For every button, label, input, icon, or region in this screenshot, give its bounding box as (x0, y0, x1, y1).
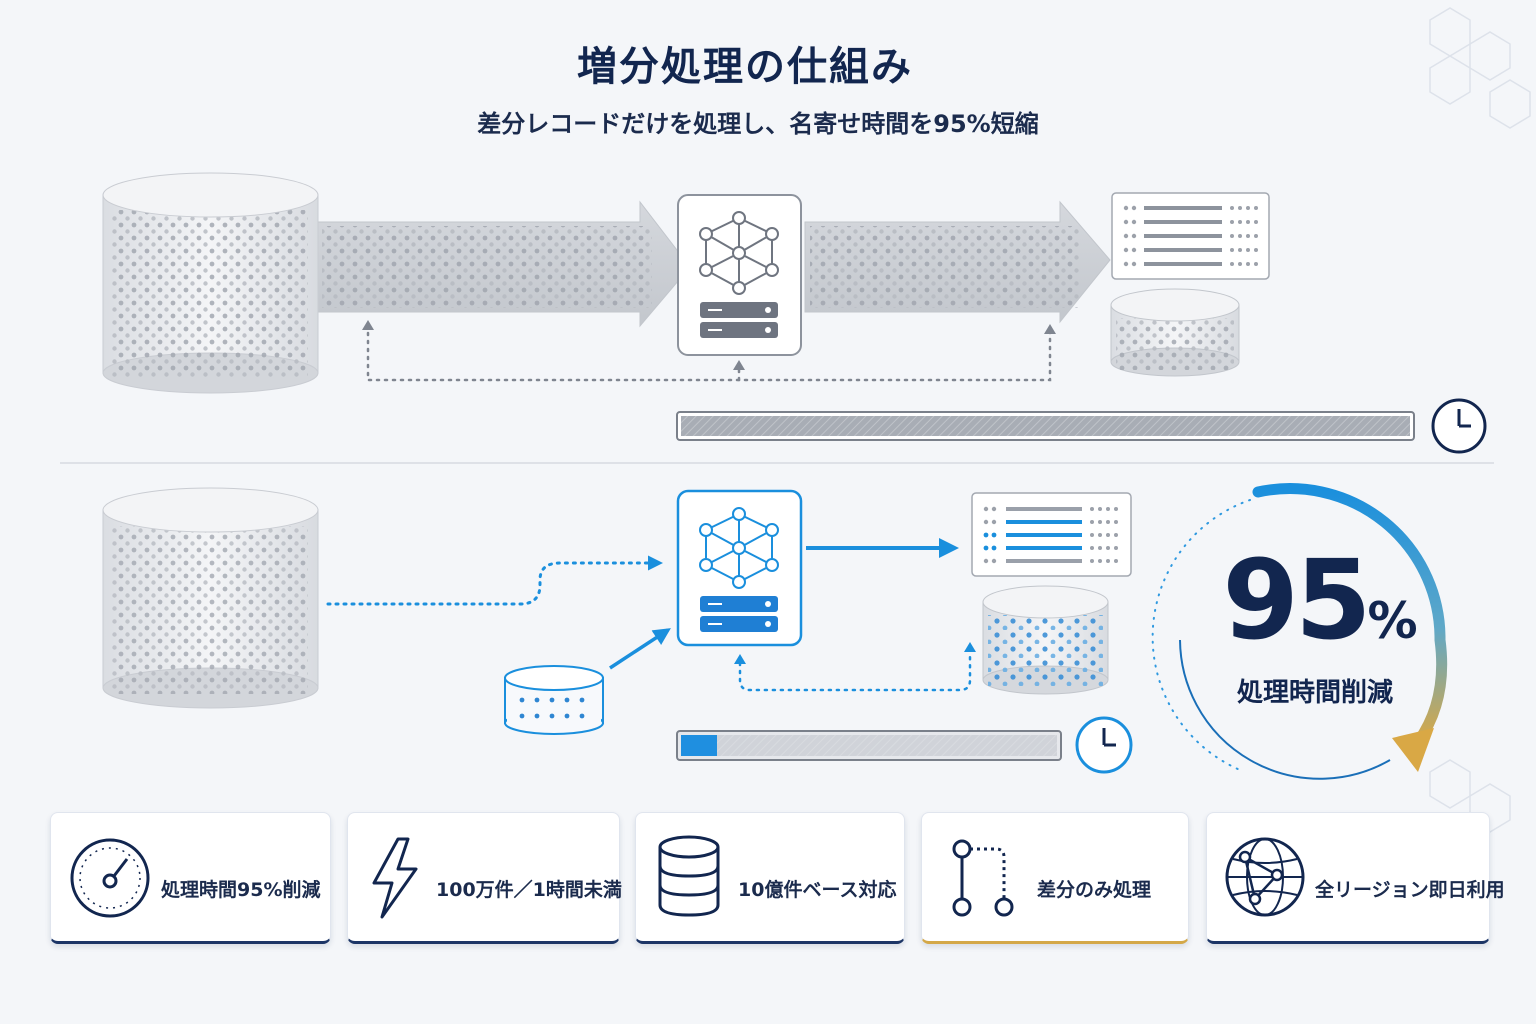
delta-detection-path (326, 555, 663, 606)
full-database-cylinder (102, 172, 319, 394)
globe-network-icon (1225, 837, 1305, 917)
full-processing-progress-bar (676, 411, 1415, 441)
delta-input-arrow (609, 628, 671, 670)
neural-network-icon (699, 211, 779, 295)
full-output-database (1110, 288, 1240, 377)
server-icon (700, 596, 778, 632)
reduction-ring (1151, 483, 1448, 780)
incremental-output-records (971, 492, 1132, 577)
bulk-flow-dots-2 (810, 226, 1080, 308)
feature-card-delta: 差分のみ処理 (921, 812, 1189, 944)
incremental-processing-progress-bar (676, 730, 1062, 761)
percent-sign: % (1367, 592, 1418, 650)
feature-card-label: 処理時間95%削減 (161, 879, 321, 901)
feature-card-throughput: 100万件／1時間未満 (347, 812, 622, 944)
reduction-number: 95 (1222, 536, 1371, 664)
incremental-feedback-loop (738, 650, 972, 692)
reduction-label: 処理時間削減 (1236, 678, 1393, 708)
database-icon (658, 835, 720, 917)
reduction-percentage: 95% (1205, 545, 1435, 676)
feature-card-label: 10億件ベース対応 (738, 879, 897, 901)
feature-card-scale: 10億件ベース対応 (635, 812, 905, 944)
hexagon-decoration (1429, 7, 1531, 833)
clock-icon (1075, 716, 1133, 774)
incremental-processing-engine (676, 489, 803, 647)
git-branch-icon (952, 839, 1014, 917)
delta-records-cylinder (504, 665, 604, 735)
page-subtitle: 差分レコードだけを処理し、名寄せ時間を95%短縮 (477, 110, 1039, 138)
lightning-icon (372, 837, 418, 919)
full-processing-engine (677, 194, 802, 356)
ring-arrowhead (1392, 728, 1434, 772)
speedometer-icon (70, 838, 150, 918)
neural-network-icon (699, 507, 779, 589)
feature-card-speed: 処理時間95%削減 (50, 812, 331, 944)
incremental-output-database (982, 585, 1109, 695)
feature-card-regions: 全リージョン即日利用 (1206, 812, 1505, 944)
bulk-flow-dots-1 (322, 226, 652, 308)
server-icon (700, 302, 778, 338)
feature-card-label: 100万件／1時間未満 (436, 879, 622, 901)
feature-card-label: 全リージョン即日利用 (1315, 879, 1505, 901)
page-title: 増分処理の仕組み (577, 44, 913, 90)
full-output-records (1111, 192, 1270, 280)
incremental-database-cylinder (102, 487, 319, 709)
clock-icon (1431, 398, 1487, 454)
feature-card-label: 差分のみ処理 (1037, 879, 1152, 901)
